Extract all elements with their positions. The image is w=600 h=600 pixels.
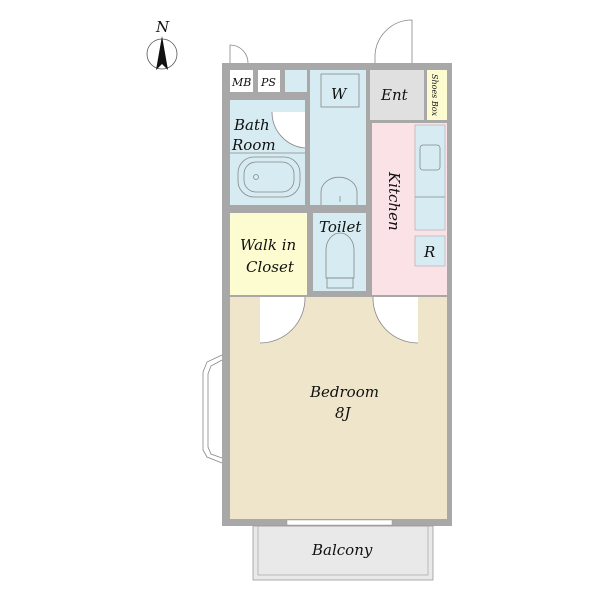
room-ps [258,70,280,92]
balcony [252,525,434,581]
kitchen-sink-icon [419,144,441,171]
bath-label-2: Room [231,136,276,154]
bath-door [271,112,305,148]
bath-label-1: Bath [233,116,270,134]
room-entrance [370,70,424,120]
balcony-label: Balcony [311,541,373,559]
mb-door[interactable] [229,44,249,64]
north-compass-icon: N [146,18,178,70]
entrance-door[interactable] [374,19,413,63]
bay-window [202,354,223,464]
room-washroom [310,70,366,205]
shoes-box [427,70,447,120]
washroom-label: W [331,85,348,103]
refrigerator-space [414,235,446,267]
sink-icon [320,176,358,205]
closet-label-2: Closet [246,258,295,276]
kitchen-label: Kitchen [385,171,403,231]
entrance-label: Ent [380,86,409,104]
closet-door[interactable] [260,297,306,343]
toilet-icon [325,232,355,279]
room-walk-in-closet [230,213,307,295]
closet-label-1: Walk in [240,236,296,254]
balcony-window[interactable] [286,519,393,526]
kitchen-door[interactable] [372,297,418,343]
refrigerator-label: R [423,243,435,261]
shoes-box-label: Shoes Box [430,74,439,117]
compass-label: N [155,18,170,36]
bathtub-icon [237,156,301,198]
bedroom-label: Bedroom [309,383,379,401]
washer-space [320,73,360,108]
room-mb [230,70,253,92]
ps-label: PS [260,76,276,89]
kitchen-counter [414,124,446,231]
toilet-label: Toilet [319,218,362,236]
pipe-space [285,70,307,92]
mb-label: MB [231,76,251,89]
bedroom-size: 8J [335,404,352,422]
